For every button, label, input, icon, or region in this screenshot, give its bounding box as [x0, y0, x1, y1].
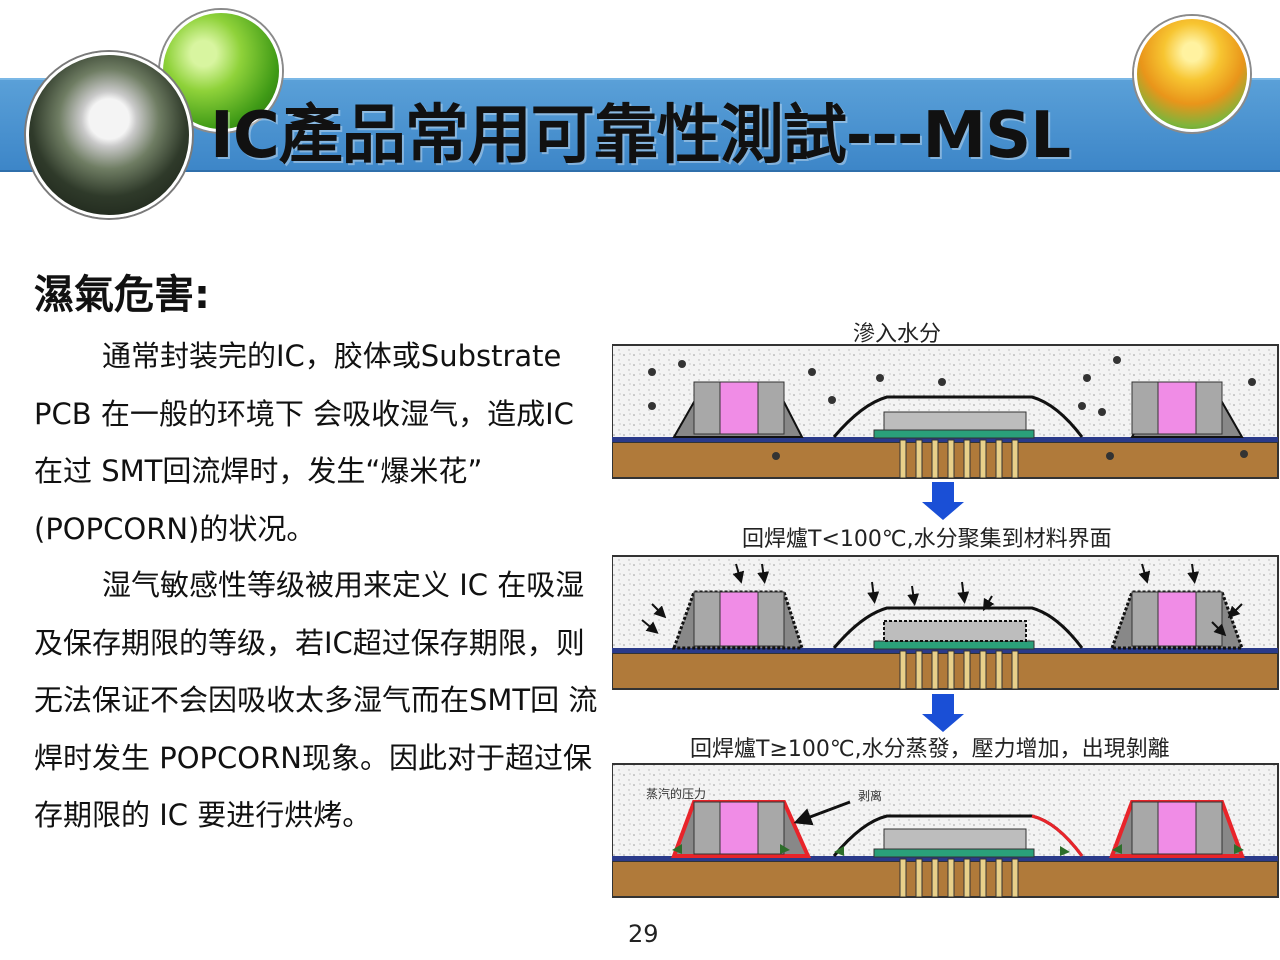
- section-heading: 濕氣危害:: [34, 272, 210, 318]
- stage1-panel: [612, 344, 1279, 479]
- popcorn-diagram: 蒸汽的压力 剥离: [612, 344, 1279, 898]
- paragraph-1: 通常封装完的IC，胶体或Substrate PCB 在一般的环境下 会吸收湿气，…: [34, 339, 574, 546]
- moisture-ingress-label: 滲入水分: [853, 322, 942, 347]
- page-number: 29: [628, 920, 659, 948]
- stage2-panel: [612, 555, 1279, 690]
- slide-title: IC產品常用可靠性測試---MSL: [210, 99, 1071, 173]
- delamination-label: 剥离: [858, 788, 882, 803]
- stage2-caption: 回焊爐T<100℃,水分聚集到材料界面: [742, 527, 1112, 552]
- stage3-caption: 回焊爐T≥100℃,水分蒸發，壓力增加，出現剝離: [690, 737, 1170, 762]
- pressure-label: 蒸汽的压力: [646, 786, 706, 801]
- stage3-panel: 蒸汽的压力 剥离: [612, 763, 1279, 898]
- paragraph-2: 湿气敏感性等级被用来定义 IC 在吸湿及保存期限的等级，若IC超过保存期限，则无…: [34, 568, 598, 832]
- dandelion-photo: [26, 52, 192, 218]
- tulip-photo: [1134, 16, 1250, 132]
